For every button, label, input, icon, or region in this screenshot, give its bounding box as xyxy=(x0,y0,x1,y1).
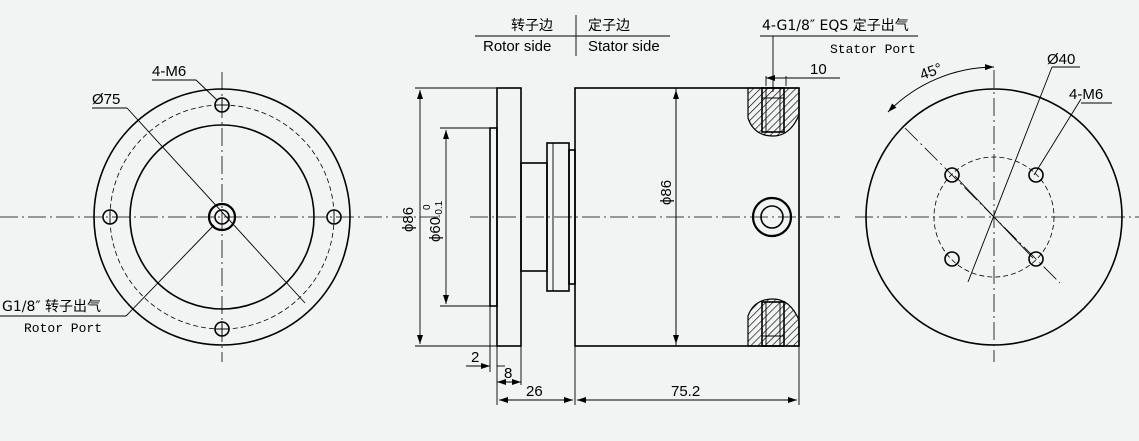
stator-port-label-en: Stator Port xyxy=(830,42,916,57)
dim-10: 10 xyxy=(810,61,827,78)
rotor-spigot xyxy=(489,127,498,307)
right-view: 4-M6 Ø40 45° xyxy=(855,51,1139,362)
left-bolt-holes xyxy=(102,97,342,337)
stator-port-label-cn: 4-G1/8″ EQS 定子出气 xyxy=(762,18,909,34)
left-dia-label: Ø75 xyxy=(92,91,120,108)
left-outer-circle xyxy=(93,88,351,346)
rotor-port-label-en: Rotor Port xyxy=(24,321,102,336)
dim-2: 2 xyxy=(471,349,479,366)
hole-label-leader xyxy=(195,79,218,101)
dim-26: 26 xyxy=(526,383,543,400)
left-view: Ø75 4-M6 G1/8″ 转子出气 Rotor Port xyxy=(0,63,440,362)
stator-port-top-section xyxy=(747,87,800,137)
angle-arc xyxy=(887,64,995,113)
dim-86-body: ϕ86 xyxy=(658,180,675,205)
rotor-port-leader xyxy=(125,224,215,317)
dia40-leader xyxy=(967,66,1053,283)
right-bolt-circle xyxy=(933,156,1055,278)
stator-side-cn: 定子边 xyxy=(588,18,630,34)
right-outer-circle xyxy=(865,88,1123,346)
dim-75-2: 75.2 xyxy=(671,383,700,400)
right-dia-label: Ø40 xyxy=(1047,51,1075,68)
stator-port-bottom-section xyxy=(747,298,800,347)
dim-86-left: ϕ86 xyxy=(400,207,417,232)
hole-label-leader-right xyxy=(1033,98,1082,176)
side-port-outer xyxy=(751,196,793,238)
dim-60-tol-upper: 0 xyxy=(422,204,433,210)
dim-60: ϕ60 xyxy=(427,217,444,242)
left-hole-label: 4-M6 xyxy=(152,63,186,80)
left-inner-circle xyxy=(129,124,315,310)
dim-8: 8 xyxy=(504,365,512,382)
right-hole-label: 4-M6 xyxy=(1069,86,1103,103)
diagonal-centerline xyxy=(904,127,1061,284)
rotor-side-en: Rotor side xyxy=(483,38,551,55)
left-port-outer xyxy=(207,202,237,232)
rotor-side-cn: 转子边 xyxy=(511,18,553,34)
left-port-inner xyxy=(214,209,230,225)
right-bolt-holes xyxy=(944,167,1044,267)
angle-label: 45° xyxy=(918,60,945,84)
side-port-inner xyxy=(760,205,784,229)
dim-60-tol-lower: -0.1 xyxy=(434,200,445,218)
side-view: 转子边 定子边 Rotor side Stator side 4-G1/8″ E… xyxy=(400,15,918,405)
stator-body xyxy=(574,87,800,347)
dia75-leader xyxy=(126,107,306,304)
stator-side-en: Stator side xyxy=(588,38,660,55)
rotor-port-label-cn: G1/8″ 转子出气 xyxy=(2,299,101,315)
